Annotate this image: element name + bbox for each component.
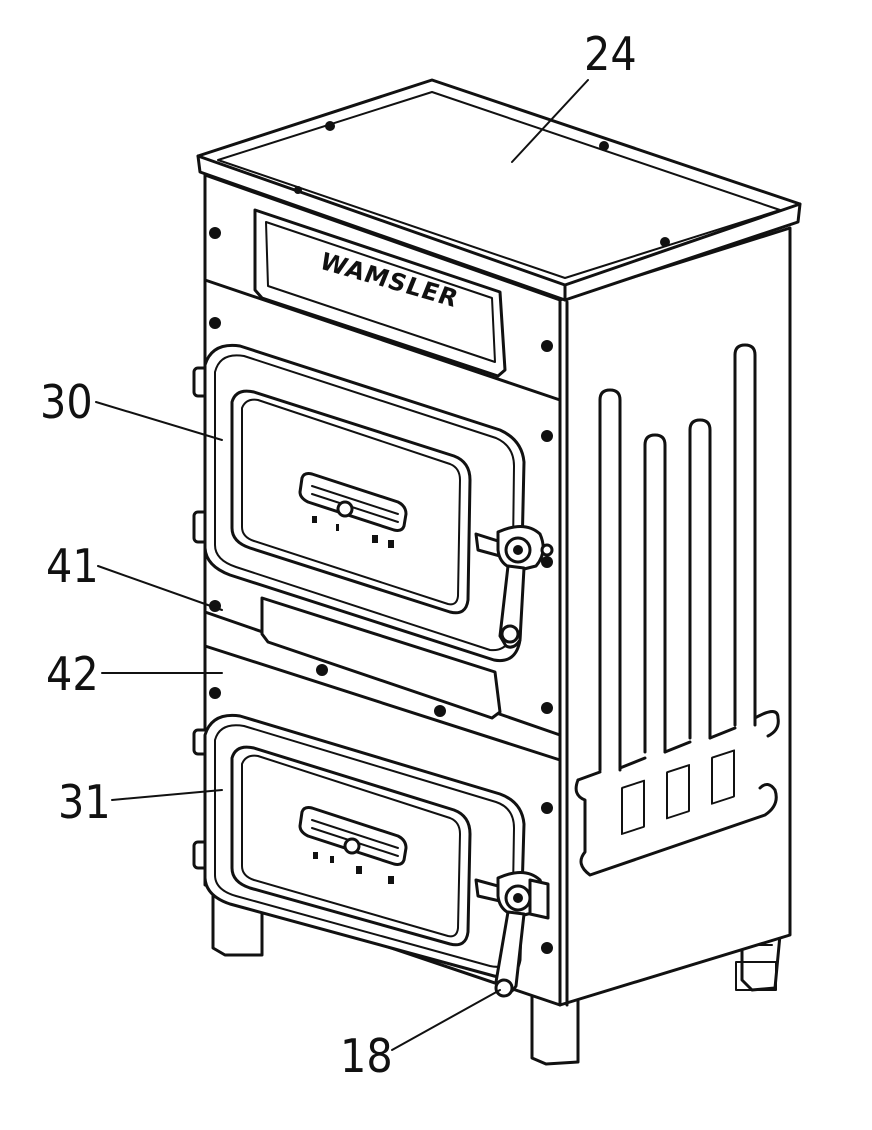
callout-24: 24 (511, 27, 637, 163)
callout-label-42: 42 (46, 647, 99, 701)
callout-30: 30 (40, 375, 223, 441)
callout-label-41: 41 (46, 539, 99, 593)
callout-18: 18 (340, 989, 501, 1083)
callout-41: 41 (46, 539, 223, 611)
middle-panel (260, 596, 502, 720)
callout-label-31: 31 (58, 775, 111, 829)
callout-label-18: 18 (340, 1029, 393, 1083)
callout-label-30: 30 (40, 375, 93, 429)
brand-plate: WAMSLER (253, 208, 507, 378)
callout-31: 31 (58, 775, 223, 829)
side-convection-ribs (574, 343, 780, 877)
callout-42: 42 (46, 647, 223, 701)
lower-door (192, 713, 550, 998)
callouts: 24 30 41 42 31 18 (40, 27, 637, 1083)
callout-label-24: 24 (584, 27, 637, 81)
top-plate (196, 78, 802, 302)
upper-door (192, 343, 554, 663)
